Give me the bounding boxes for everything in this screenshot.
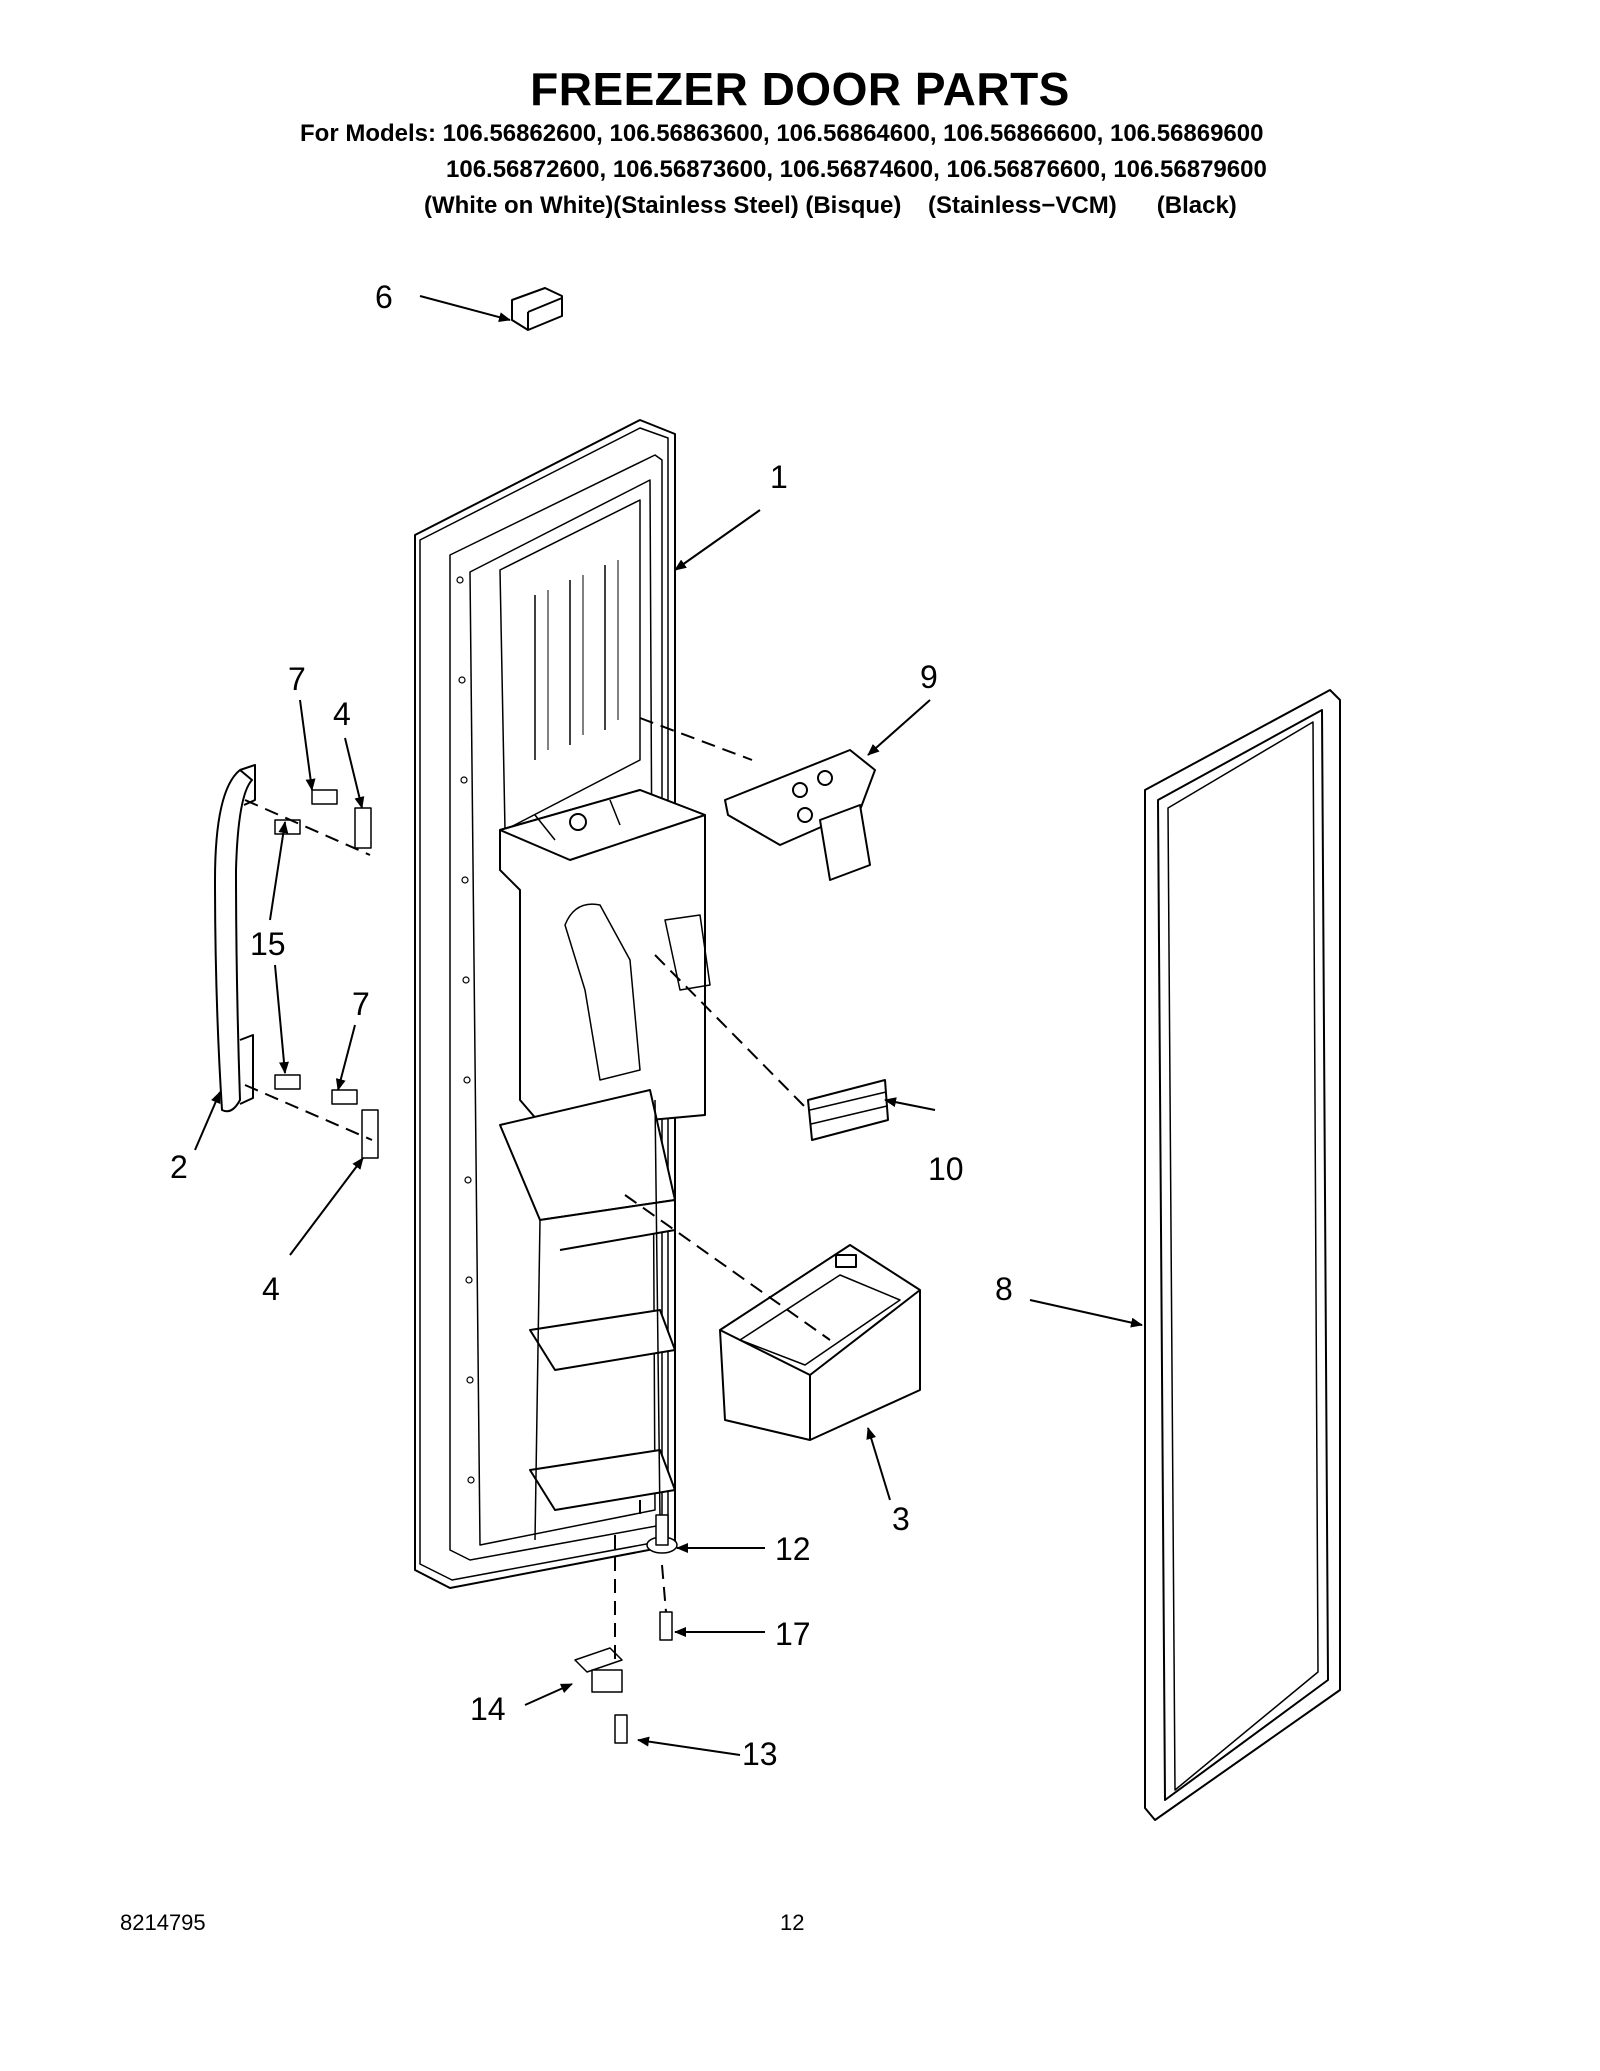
dispenser-cover-part: [724, 749, 876, 881]
model-line-1: For Models: 106.56862600, 106.56863600, …: [300, 120, 1264, 147]
callout-7-bottom: 7: [352, 986, 370, 1022]
callout-14: 14: [470, 1691, 506, 1727]
callout-13: 13: [742, 1736, 778, 1772]
document-number: 8214795: [120, 1910, 206, 1935]
callout-2: 2: [170, 1149, 188, 1185]
callout-15: 15: [250, 926, 286, 962]
model-line-2: 106.56872600, 106.56873600, 106.56874600…: [446, 156, 1267, 183]
trim-strip-part: [807, 1079, 889, 1141]
callout-4-bottom: 4: [262, 1271, 280, 1307]
callout-7-top: 7: [288, 661, 306, 697]
callout-1: 1: [770, 459, 788, 495]
page-number: 12: [780, 1910, 805, 1935]
door-panel: [414, 419, 711, 1589]
handle-part: [214, 764, 256, 1113]
callout-8: 8: [995, 1271, 1013, 1307]
callout-4-top: 4: [333, 696, 351, 732]
alignment-lines: [244, 717, 831, 1660]
callout-9: 9: [920, 659, 938, 695]
callout-17: 17: [775, 1616, 811, 1652]
door-bin-part: [719, 1244, 921, 1441]
callout-labels: 1 2 3 4 4 6 7 7 8 9 10 12 13 14 15 17: [170, 279, 1013, 1772]
color-variants: (White on White)(Stainless Steel) (Bisqu…: [424, 192, 1237, 219]
callout-3: 3: [892, 1501, 910, 1537]
connector-part: [511, 287, 563, 331]
callout-10: 10: [928, 1151, 964, 1187]
callout-12: 12: [775, 1531, 811, 1567]
leader-arrows: [194, 295, 1143, 1756]
hardware-parts: [274, 789, 678, 1744]
page-title: FREEZER DOOR PARTS: [530, 63, 1070, 115]
callout-6: 6: [375, 279, 393, 315]
door-gasket: [1144, 689, 1341, 1821]
